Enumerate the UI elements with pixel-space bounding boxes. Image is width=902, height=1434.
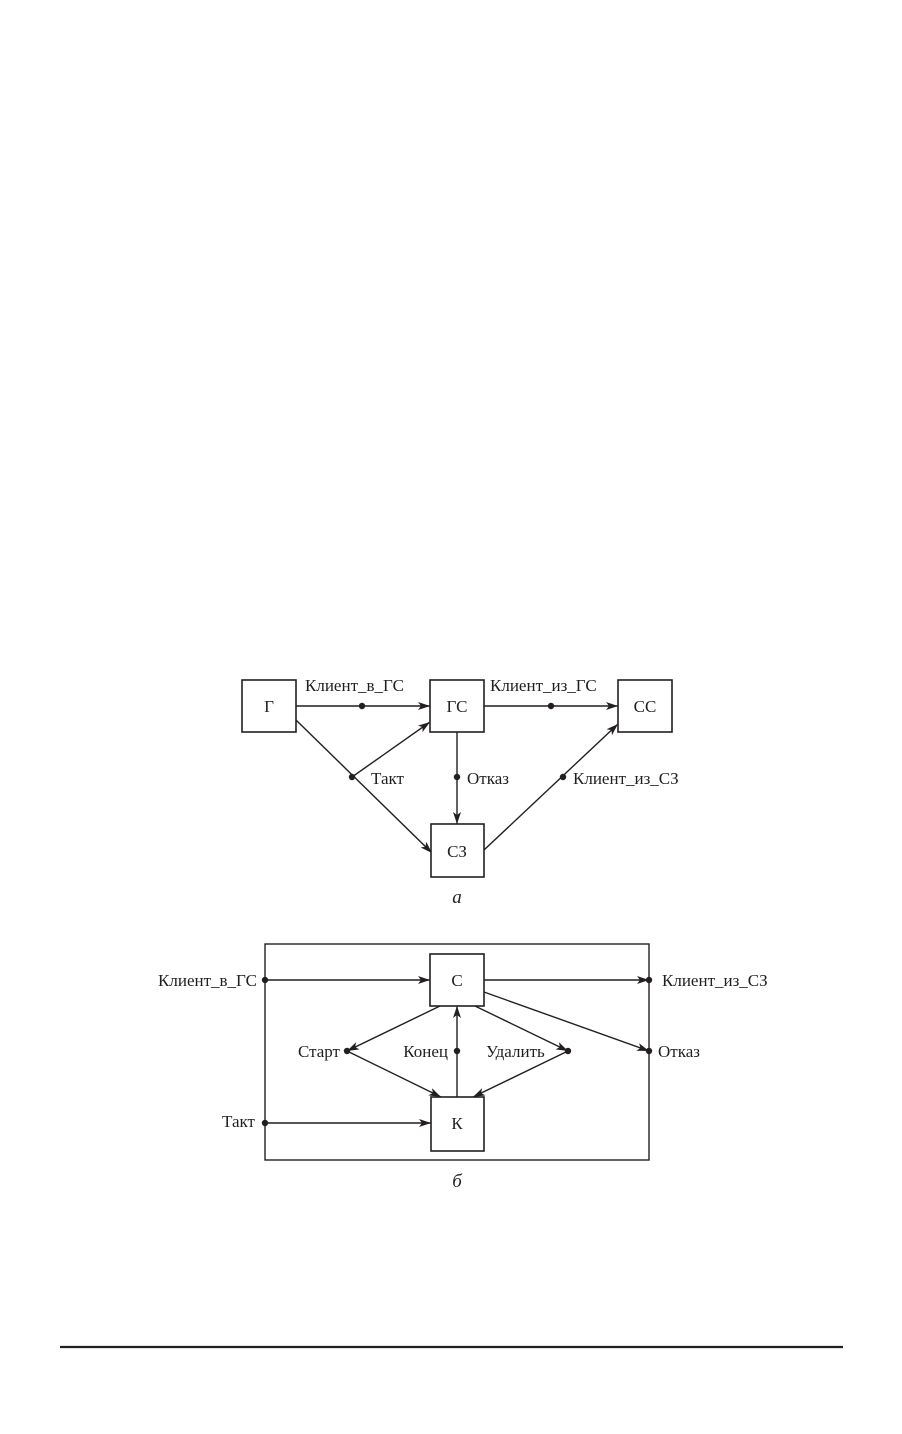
node-label-gs: ГС (447, 697, 468, 716)
port-dot-client-from-sz (559, 773, 567, 781)
port-label-otkaz: Отказ (658, 1042, 700, 1061)
node-box-s (429, 953, 485, 1007)
port-dot-in (261, 976, 269, 984)
edge-start-to-k (346, 1050, 442, 1098)
edge-g-to-sz (295, 719, 433, 854)
caption-a: а (452, 887, 462, 908)
port-dot-client-to-gs (358, 702, 366, 710)
port-dot-start (343, 1047, 351, 1055)
link-label-client-from-gs: Клиент_из_ГС (490, 676, 597, 695)
node-box-k (430, 1096, 485, 1152)
port-dot-takt-b (261, 1119, 269, 1127)
caption-b: б (452, 1171, 463, 1192)
internal-label-start: Старт (298, 1042, 341, 1061)
internal-label-konec: Конец (403, 1042, 448, 1061)
port-dot-client-from-gs (547, 702, 555, 710)
link-label-client-to-gs: Клиент_в_ГС (305, 676, 404, 695)
diagram-b: С К Клиент_в_ГС Клиент_из_СЗ Отказ Такт … (158, 943, 768, 1192)
node-label-s: С (451, 971, 462, 990)
diagram-a: Г ГС СС СЗ Клиент_в_ГС Клиент_из_ГС Такт… (241, 676, 679, 908)
node-label-ss: СС (634, 697, 657, 716)
link-label-takt: Такт (371, 769, 405, 788)
port-dot-udalit (564, 1047, 572, 1055)
link-label-client-from-sz: Клиент_из_СЗ (573, 769, 679, 788)
internal-label-udalit: Удалить (486, 1042, 545, 1061)
node-label-g: Г (264, 697, 274, 716)
node-label-sz: СЗ (447, 842, 467, 861)
node-box-sz (430, 823, 485, 878)
edge-s-to-start (346, 1005, 441, 1052)
port-dot-otkaz-b (645, 1047, 653, 1055)
edge-s-to-udalit (474, 1005, 569, 1052)
port-dot-out (645, 976, 653, 984)
port-label-takt: Такт (222, 1112, 256, 1131)
edge-takt-to-gs (351, 721, 431, 778)
node-box-gs (429, 679, 485, 733)
node-box-g (241, 679, 297, 733)
port-dot-konec (453, 1047, 461, 1055)
port-label-client-from-sz: Клиент_из_СЗ (662, 971, 768, 990)
edge-udalit-to-k (472, 1050, 569, 1098)
port-dot-takt (348, 773, 356, 781)
edge-sz-to-ss (483, 723, 619, 851)
node-box-ss (617, 679, 673, 733)
link-label-otkaz: Отказ (467, 769, 509, 788)
port-dot-otkaz (453, 773, 461, 781)
port-label-client-to-gs: Клиент_в_ГС (158, 971, 257, 990)
edge-s-to-otkaz (483, 991, 650, 1052)
node-label-k: К (451, 1114, 463, 1133)
